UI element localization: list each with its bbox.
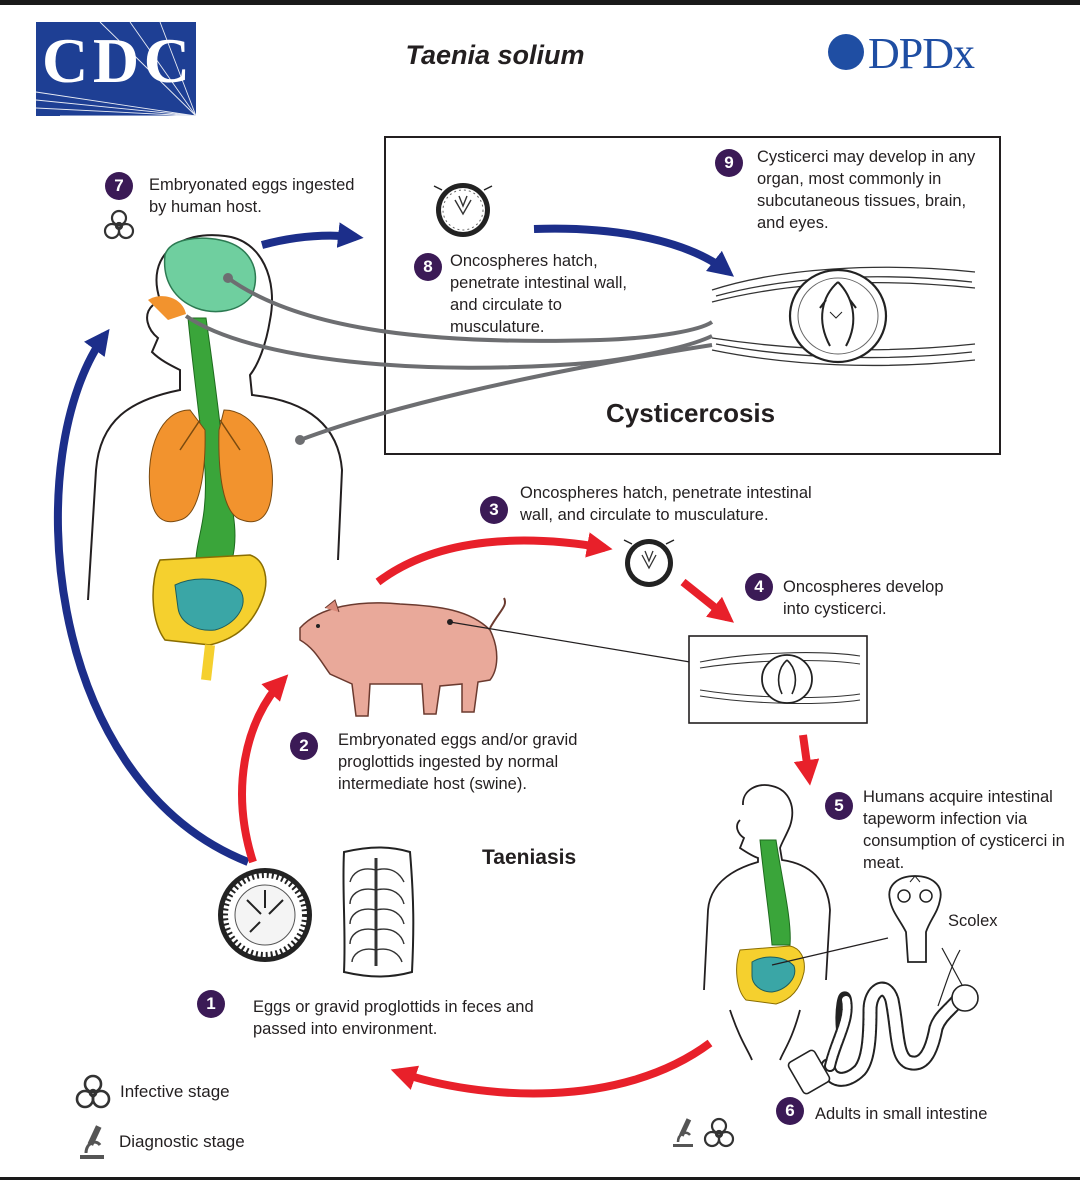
step-badge-7: 7 [105,172,133,200]
step-badge-4: 4 [745,573,773,601]
egg-illustration [218,868,312,962]
step-text-9: Cysticerci may develop in any organ, mos… [757,148,976,232]
cysticercus-in-tissue-4 [699,652,861,705]
bottom-border [0,1177,1080,1180]
cdc-logo: CDC [35,21,197,117]
oncosphere-illustration-8 [433,183,493,237]
pig-illustration [299,597,691,717]
scolex-label: Scolex [948,912,998,930]
arrow-4-to-5 [793,734,820,786]
human-host-figure [87,234,714,681]
biohazard-icon [703,1117,735,1148]
step-text-8: Oncospheres hatch, penetrate intestinal … [450,252,628,336]
taeniasis-label: Taeniasis [482,846,577,869]
step-text-2: Embryonated eggs and/or gravid proglotti… [338,731,578,793]
step-badge-2: 2 [290,732,318,760]
step-text-3: Oncospheres hatch, penetrate intestinal … [520,484,812,524]
step-text-1: Eggs or gravid proglottids in feces and … [253,998,534,1038]
arrow-6-to-1 [390,1039,713,1098]
dpdx-logo: DPDx [868,29,975,78]
biohazard-icon [103,209,135,240]
cysticercus-in-tissue-9 [711,266,976,367]
oncosphere-illustration-3 [623,539,675,587]
biohazard-icon [75,1074,111,1109]
cdc-logo-text: CDC [42,25,190,96]
step-text-5: Humans acquire intestinal tapeworm infec… [863,788,1065,872]
legend-infective-stage: Infective stage [120,1082,230,1101]
gravid-proglottid-illustration [342,846,415,978]
scolex-illustration [888,875,942,963]
step-text-6: Adults in small intestine [815,1105,988,1123]
adult-tapeworm-illustration [787,947,979,1095]
step-badge-1: 1 [197,990,225,1018]
microscope-icon [673,1118,693,1147]
step-badge-5: 5 [825,792,853,820]
arrow-2-to-3 [375,532,613,586]
arrow-1-to-2 [238,674,289,864]
cysticercosis-label: Cysticercosis [606,398,776,428]
legend-diagnostic-stage: Diagnostic stage [119,1132,245,1151]
step-badge-3: 3 [480,496,508,524]
arrow-3-to-4 [680,578,734,623]
diagram-title: Taenia solium [405,40,585,70]
microscope-icon [80,1125,104,1159]
top-border [0,0,1080,5]
step-text-4: Oncospheres develop into cysticerci. [783,578,944,618]
arrow-1-to-7 [53,328,250,866]
step-text-7: Embryonated eggs ingested by human host. [149,176,355,216]
arrow-8-to-9 [533,224,735,277]
cysticercosis-box [384,136,1001,455]
step-badge-9: 9 [715,149,743,177]
arrow-7-to-8 [260,222,364,249]
human-figure-taeniasis [703,784,889,1061]
dpdx-logo-mark [828,34,864,70]
step-badge-6: 6 [776,1097,804,1125]
step-badge-8: 8 [414,253,442,281]
